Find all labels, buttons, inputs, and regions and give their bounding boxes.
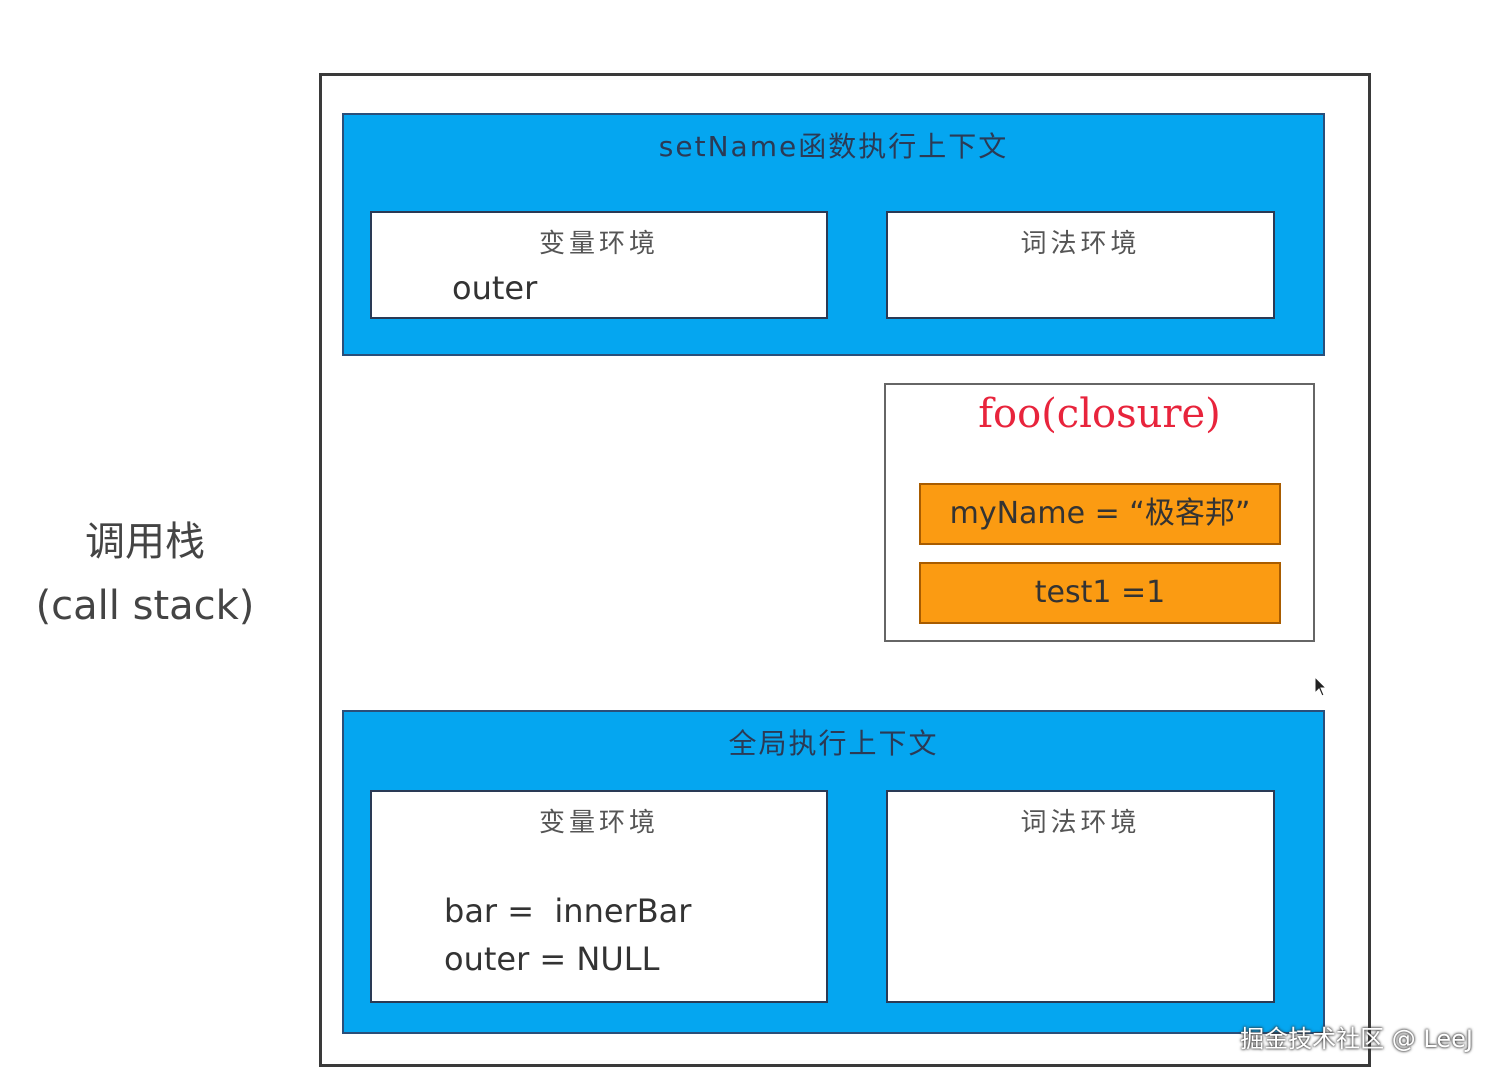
call-stack-label: 调用栈 (call stack) bbox=[30, 510, 260, 638]
setname-variable-env-title: 变量环境 bbox=[538, 229, 659, 259]
global-lexical-env-title: 词法环境 bbox=[1020, 808, 1141, 838]
call-stack-label-cn: 调用栈 bbox=[85, 519, 205, 565]
global-variable-outer: outer = NULL bbox=[444, 940, 660, 978]
call-stack-label-en: (call stack) bbox=[35, 583, 255, 629]
global-context-title: 全局执行上下文 bbox=[728, 727, 939, 760]
setname-lexical-env-title: 词法环境 bbox=[1020, 229, 1141, 259]
mouse-cursor-icon bbox=[1314, 676, 1328, 697]
global-variable-bar: bar = innerBar bbox=[444, 892, 692, 930]
global-variable-env-title: 变量环境 bbox=[538, 808, 659, 838]
closure-title: foo(closure) bbox=[978, 391, 1221, 437]
global-execution-context: 全局执行上下文 变量环境 bar = innerBar outer = NULL… bbox=[342, 710, 1325, 1034]
watermark: 掘金技术社区 @ LeeJ bbox=[1240, 1025, 1473, 1053]
setname-context-title: setName函数执行上下文 bbox=[658, 130, 1009, 163]
setname-variable-outer: outer bbox=[452, 269, 538, 307]
closure-item-test1: test1 =1 bbox=[919, 562, 1281, 624]
setname-execution-context: setName函数执行上下文 变量环境 outer 词法环境 bbox=[342, 113, 1325, 356]
closure-item-myname: myName = “极客邦” bbox=[919, 483, 1281, 545]
global-lexical-env: 词法环境 bbox=[886, 790, 1275, 1003]
global-variable-env: 变量环境 bar = innerBar outer = NULL bbox=[370, 790, 828, 1003]
foo-closure: foo(closure) myName = “极客邦” test1 =1 bbox=[884, 383, 1315, 642]
setname-lexical-env: 词法环境 bbox=[886, 211, 1275, 319]
setname-variable-env: 变量环境 outer bbox=[370, 211, 828, 319]
